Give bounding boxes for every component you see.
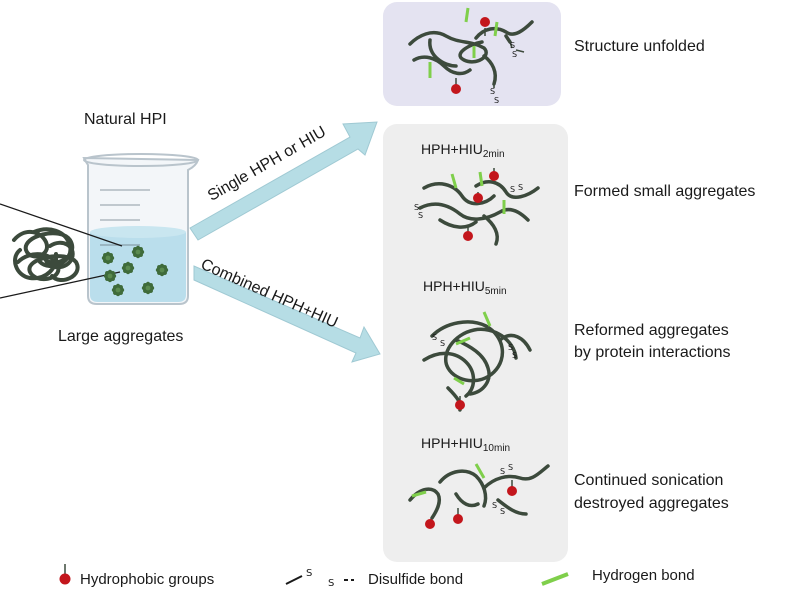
single-treatment-arrow	[189, 121, 378, 241]
condition-2min: HPH+HIU2min	[421, 141, 505, 160]
svg-text:S: S	[510, 185, 515, 194]
svg-text:S: S	[500, 507, 505, 516]
hydrogen-legend-icon	[541, 572, 569, 586]
large-aggregates-label: Large aggregates	[58, 328, 184, 345]
svg-text:S: S	[512, 351, 517, 360]
condition-10min: HPH+HIU10min	[421, 435, 511, 454]
svg-text:S: S	[518, 183, 523, 192]
legend-hydrogen-label: Hydrogen bond	[592, 567, 695, 584]
svg-text:S: S	[500, 467, 505, 476]
svg-text:S: S	[414, 203, 419, 212]
legend-disulfide-label: Disulfide bond	[368, 571, 464, 588]
combined-treatment-arrow	[193, 265, 381, 363]
unfolded-structure: SS SS	[408, 7, 534, 105]
disulfide-s2: S	[328, 578, 335, 589]
svg-text:S: S	[490, 87, 495, 96]
aggregate-cluster	[111, 283, 125, 297]
aggregate-cluster	[141, 281, 155, 295]
outcome-destroyed-line1: Continued sonication	[574, 472, 724, 489]
disulfide-s1: S	[306, 568, 313, 579]
aggregate-cluster	[121, 261, 135, 275]
svg-text:S: S	[418, 211, 423, 220]
aggregate-cluster	[131, 245, 145, 259]
disulfide-legend-icon	[285, 575, 354, 585]
svg-text:S: S	[512, 50, 517, 59]
aggregate-cluster	[155, 263, 169, 277]
svg-text:S: S	[440, 339, 445, 348]
svg-text:S: S	[494, 96, 499, 105]
svg-text:S: S	[510, 41, 515, 50]
legend-hydrophobic-label: Hydrophobic groups	[80, 571, 215, 588]
outcome-reformed-line2: by protein interactions	[574, 344, 731, 361]
outcome-destroyed-line2: destroyed aggregates	[574, 495, 729, 512]
svg-text:S: S	[432, 333, 437, 342]
condition-5min: HPH+HIU5min	[423, 278, 507, 297]
aggregate-cluster	[101, 251, 115, 265]
svg-text:S: S	[492, 501, 497, 510]
outcome-unfolded: Structure unfolded	[574, 38, 705, 55]
svg-text:S: S	[508, 463, 513, 472]
svg-text:S: S	[508, 343, 513, 352]
unfolded-panel	[383, 2, 561, 106]
reformed-aggregate-structure: SS SS	[422, 311, 532, 412]
hydrophobic-legend-icon	[59, 564, 71, 585]
outcome-small-aggregates: Formed small aggregates	[574, 183, 756, 200]
natural-hpi-label: Natural HPI	[84, 111, 167, 128]
aggregate-cluster	[103, 269, 117, 283]
outcome-reformed-line1: Reformed aggregates	[574, 322, 729, 339]
